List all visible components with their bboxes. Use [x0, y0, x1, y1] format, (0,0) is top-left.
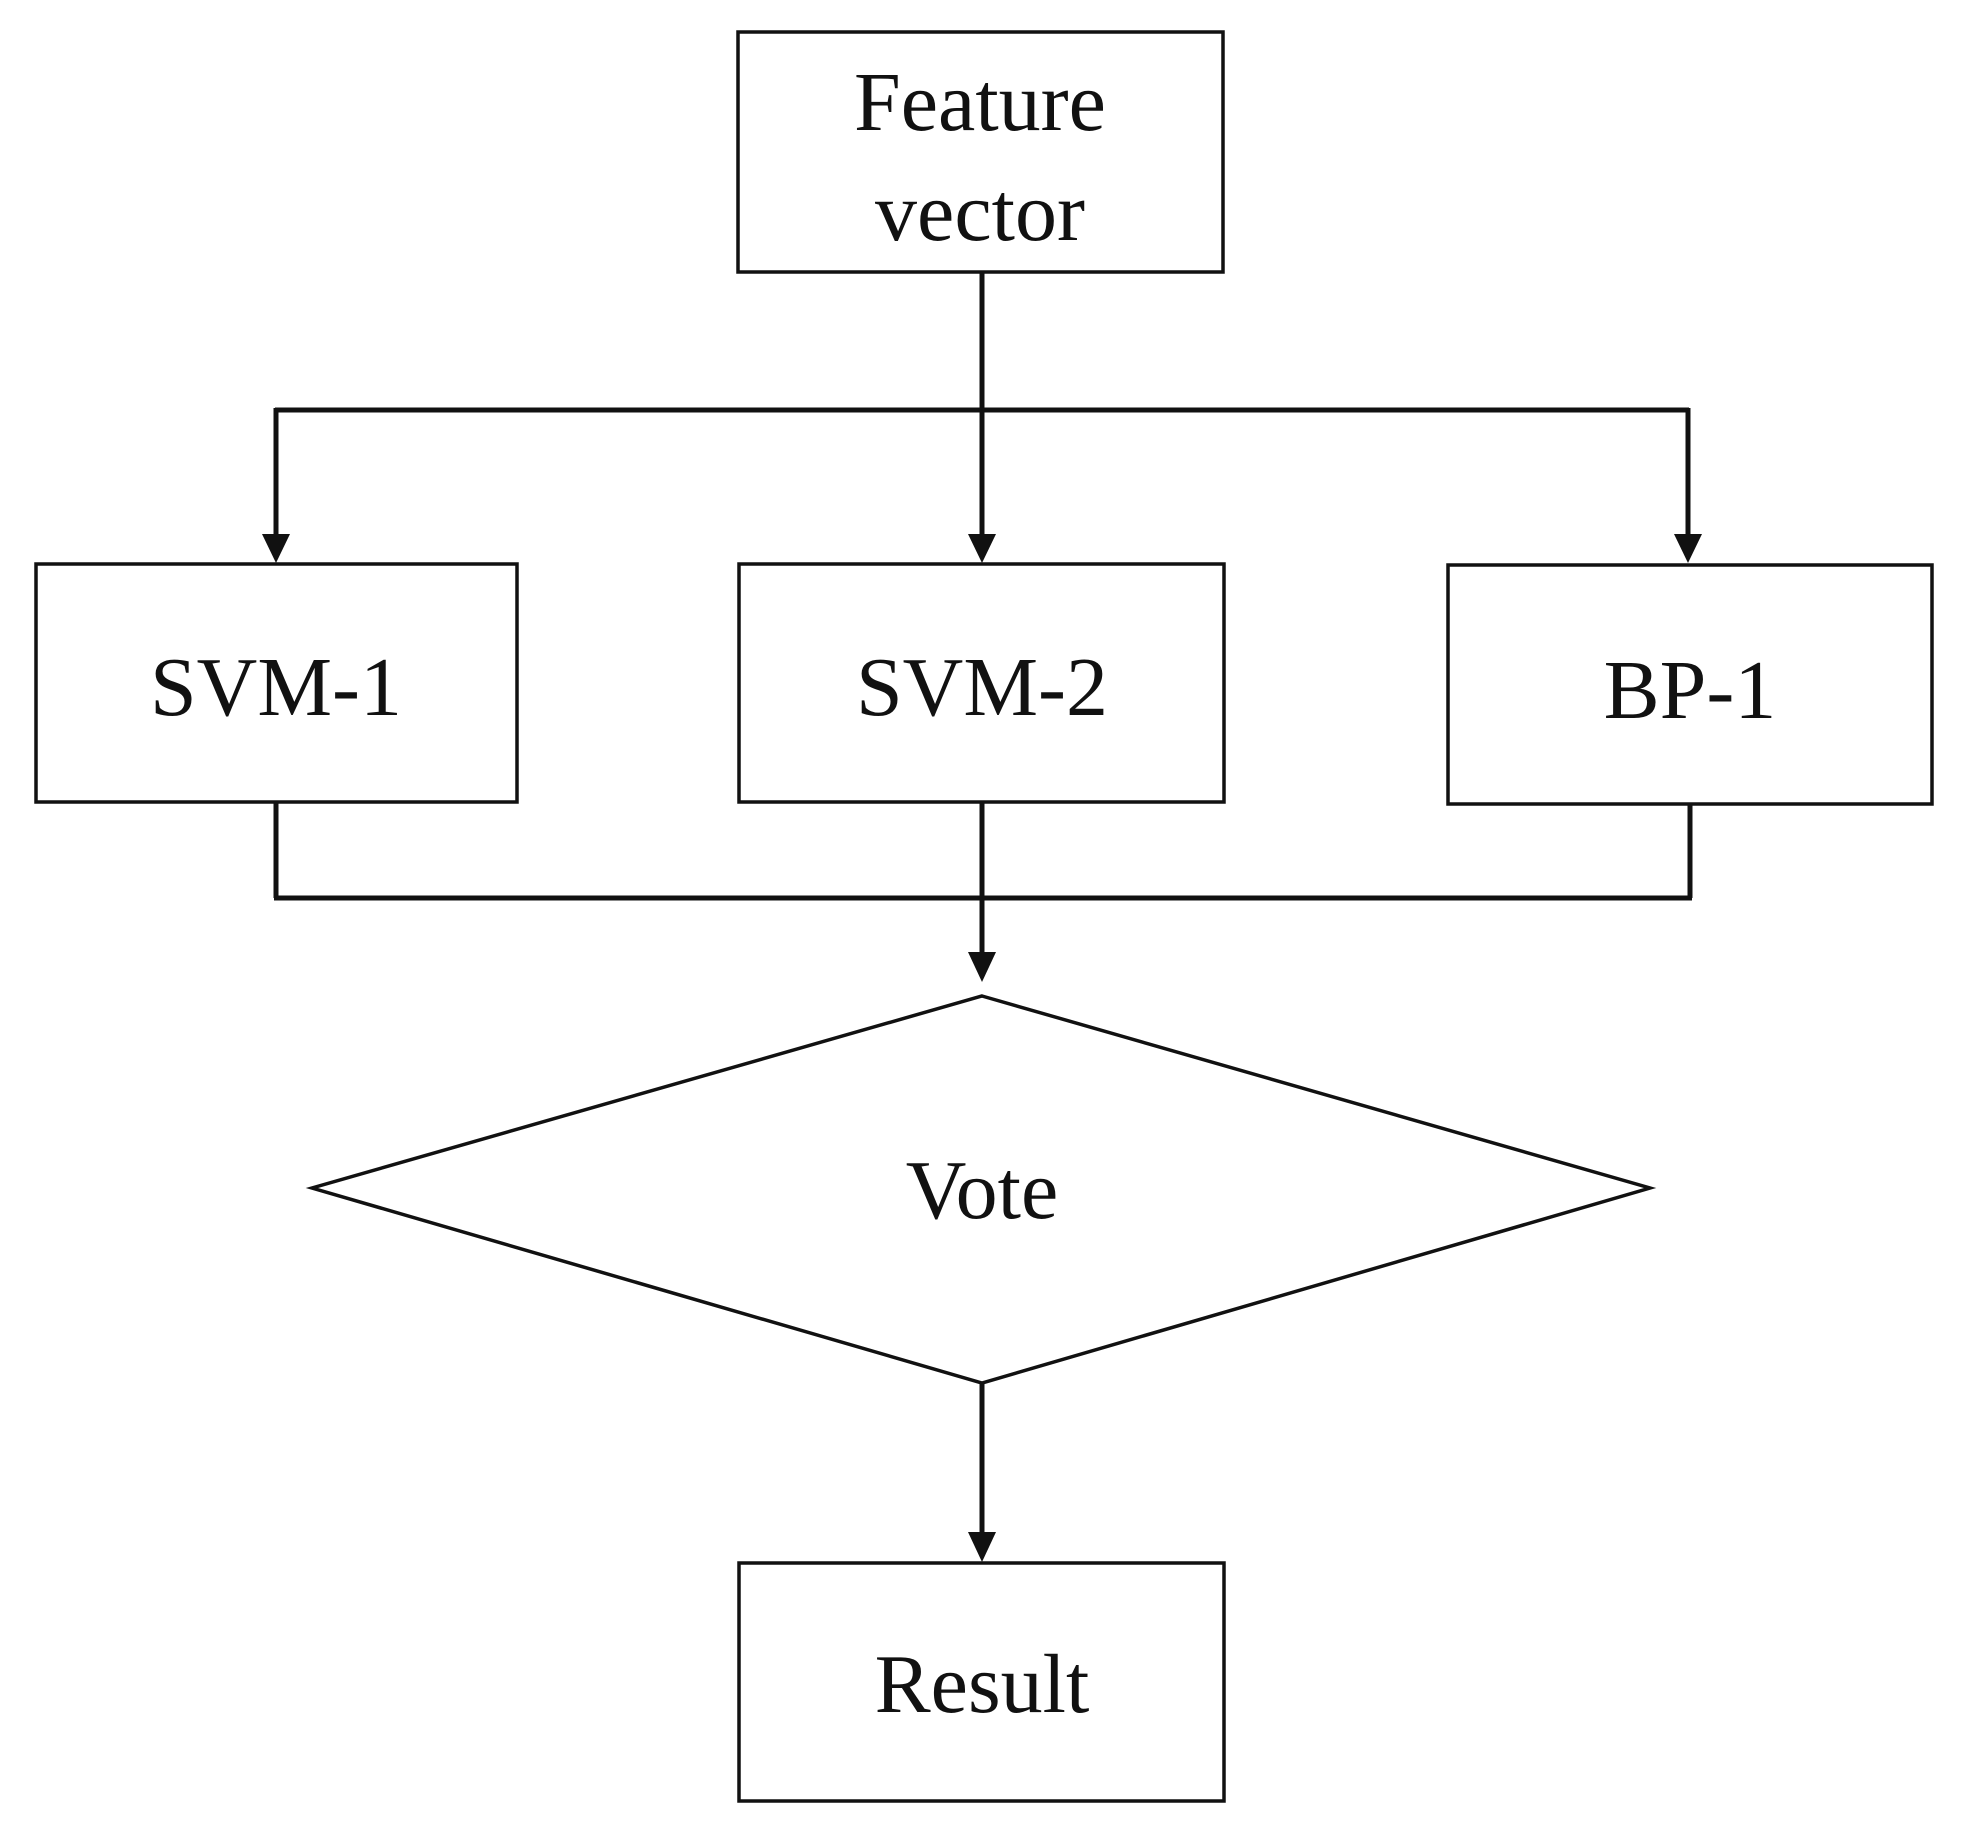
arrowhead-to-svm1 [262, 534, 290, 563]
bp-1-box [1446, 563, 1934, 806]
feature-vector-label-line2: vector [875, 166, 1085, 259]
connector-split [262, 272, 1702, 563]
connector-merge [273, 802, 1693, 982]
node-svm-1: SVM-1 [34, 562, 519, 804]
svm-1-label: SVM-1 [150, 641, 402, 734]
node-svm-2: SVM-2 [737, 562, 1226, 804]
arrowhead-to-bp1 [1674, 534, 1702, 563]
arrowhead-to-result [968, 1532, 996, 1562]
arrowhead-to-svm2 [968, 534, 996, 563]
feature-vector-label-line1: Feature [854, 56, 1106, 149]
svm-2-label: SVM-2 [856, 641, 1108, 734]
feature-vector-box [736, 30, 1225, 274]
node-feature-vector: Feature vector [736, 30, 1225, 274]
arrowhead-to-vote [968, 952, 996, 982]
node-vote: Vote [305, 994, 1657, 1385]
vote-label: Vote [906, 1144, 1058, 1237]
bp-1-label: BP-1 [1604, 644, 1777, 737]
node-result: Result [737, 1561, 1226, 1803]
node-bp-1: BP-1 [1446, 563, 1934, 806]
result-box [737, 1561, 1226, 1803]
svm-2-box [737, 562, 1226, 804]
connector-vote-result [968, 1383, 996, 1562]
result-label: Result [875, 1638, 1090, 1731]
